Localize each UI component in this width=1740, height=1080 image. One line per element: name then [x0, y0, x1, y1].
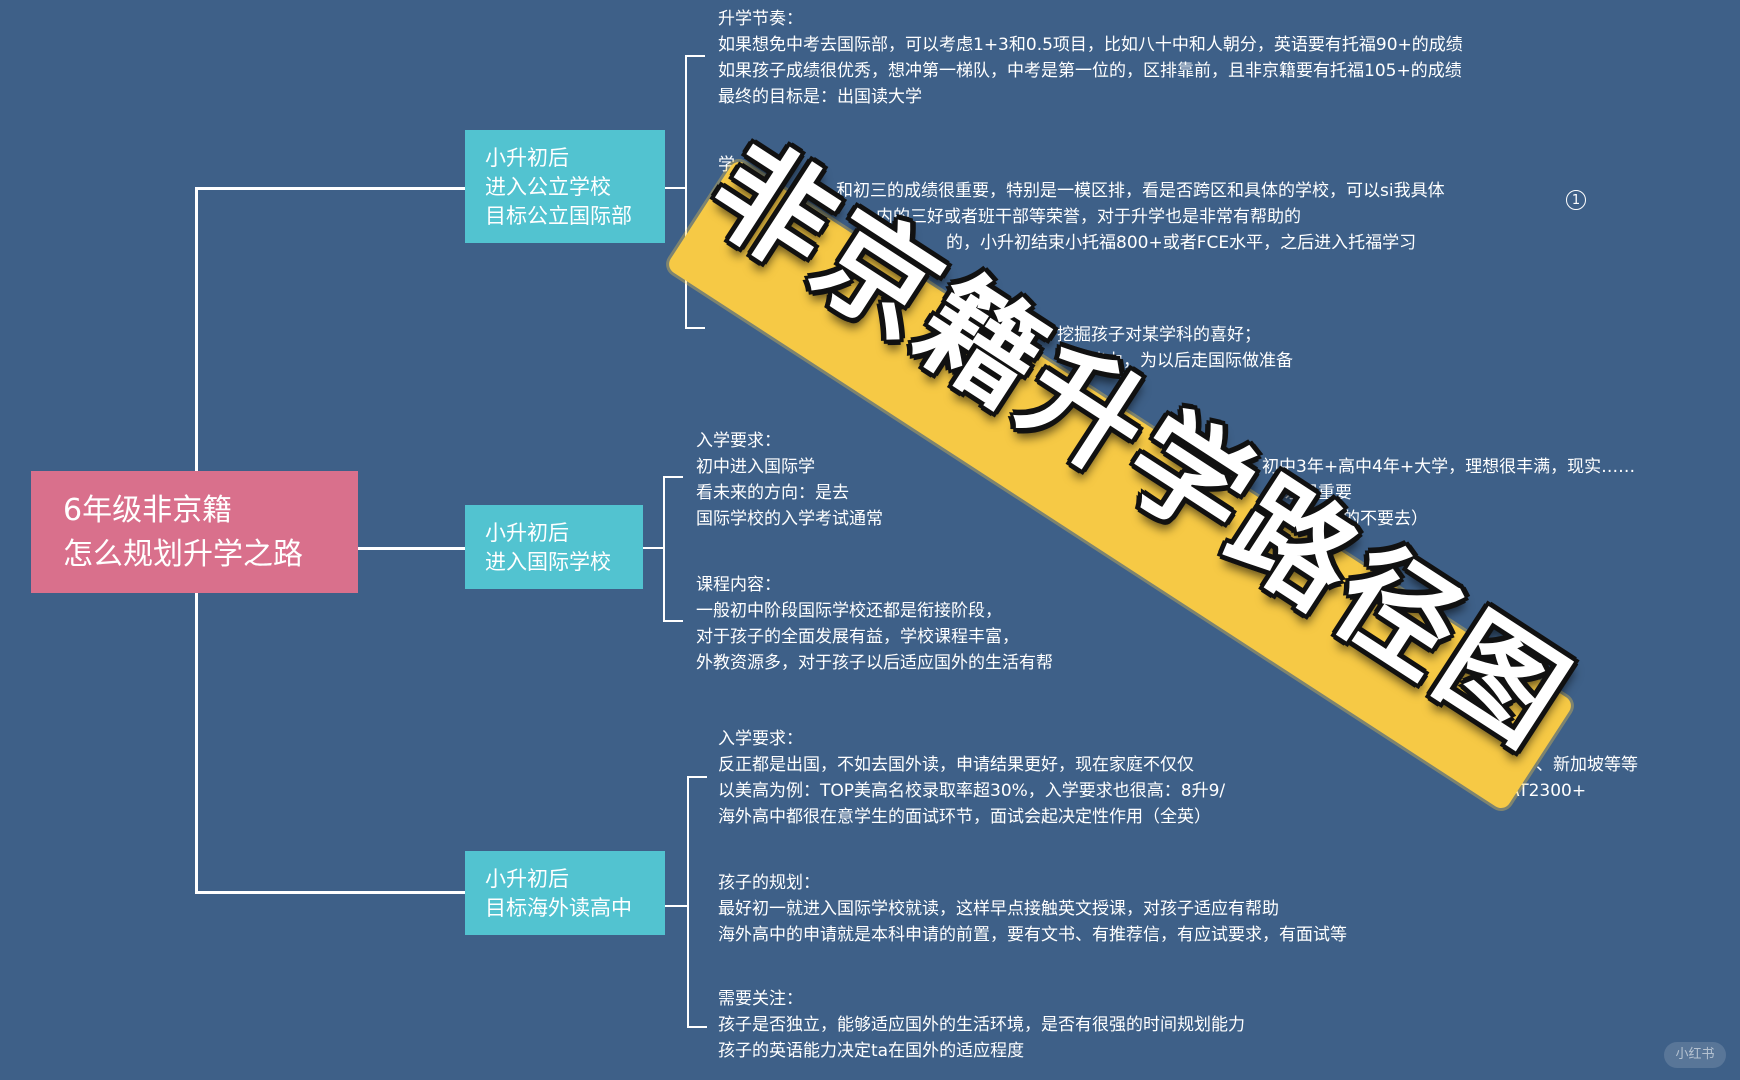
root-line-2: 怎么规划升学之路	[63, 537, 303, 572]
detail-line: 孩子的英语能力决定ta在国外的适应程度	[718, 1041, 1025, 1061]
detail-line: 挖掘孩子对某学科的喜好；	[1057, 325, 1261, 345]
detail-b2-course: 课程内容： 一般初中阶段国际学校还都是衔接阶段， 对于孩子的全面发展有益，学校课…	[696, 572, 1053, 676]
detail-line: 系很重要	[1284, 483, 1352, 503]
branch-2-stem	[643, 547, 663, 549]
detail-line: 如果想免中考去国际部，可以考虑1+3和0.5项目，比如八十中和人朝分，英语要有托…	[718, 35, 1463, 55]
root-node: 6年级非京籍 怎么规划升学之路	[31, 471, 358, 593]
detail-line: 内的三好或者班干部等荣誉，对于升学也是非常有帮助的	[876, 207, 1301, 227]
branch-2-line-1: 小升初后	[485, 521, 569, 545]
detail-line: 以美高为例：TOP美高名校录取率超30%，入学要求也很高：8升9/	[718, 781, 1226, 801]
detail-b1-low-2: 理能力，为以后走国际做准备	[1072, 348, 1293, 374]
detail-line: 孩子是否独立，能够适应国外的生活环境，是否有很强的时间规划能力	[718, 1015, 1245, 1035]
detail-b1-mid: 和初三的成绩很重要，特别是一模区排，看是否跨区和具体的学校，可以si我具体	[836, 178, 1445, 204]
detail-line: 看未来的方向：是去	[696, 483, 849, 503]
root-line-1: 6年级非京籍	[63, 493, 233, 528]
detail-line: 后，初中3年+高中4年+大学，理想很丰满，现实……	[1228, 457, 1636, 477]
branch-node-overseas-high-school: 小升初后 目标海外读高中	[465, 851, 665, 935]
connector-branch-1	[195, 187, 465, 190]
detail-line: 升学节奏：	[718, 9, 803, 29]
detail-line: 对于孩子的全面发展有益，学校课程丰富，	[696, 627, 1019, 647]
detail-b2-req-right-1: 后，初中3年+高中4年+大学，理想很丰满，现实……	[1228, 454, 1635, 480]
detail-line: 孩子的规划：	[718, 873, 820, 893]
branch-3-line-1: 小升初后	[485, 867, 569, 891]
branch-2-bracket	[663, 476, 683, 622]
detail-line: 入学要求：	[696, 431, 781, 451]
detail-line: 海外高中都很在意学生的面试环节，面试会起决定性作用（全英）	[718, 807, 1211, 827]
detail-b1-low-1: 挖掘孩子对某学科的喜好；	[1057, 322, 1261, 348]
branch-2-line-2: 进入国际学校	[485, 550, 611, 574]
connector-branch-3	[195, 891, 465, 894]
detail-b3-requirements: 入学要求： 反正都是出国，不如去国外读，申请结果更好，现在家庭不仅仅 以美高为例…	[718, 726, 1225, 830]
detail-b3-req-right-1: 、新加坡等等	[1536, 752, 1638, 778]
detail-line: 和初三的成绩很重要，特别是一模区排，看是否跨区和具体的学校，可以si我具体	[836, 181, 1445, 201]
connector-branch-2	[358, 547, 465, 550]
branch-3-bracket	[687, 776, 707, 1028]
branch-node-public-school: 小升初后 进入公立学校 目标公立国际部	[465, 130, 665, 243]
detail-line: 理能力，为以后走国际做准备	[1072, 351, 1293, 371]
detail-line: 课程内容：	[696, 575, 781, 595]
detail-line: 初中进入国际学	[696, 457, 815, 477]
branch-1-stem	[665, 187, 685, 189]
detail-line: 海外高中的申请就是本科申请的前置，要有文书、有推荐信，有应试要求，有面试等	[718, 925, 1347, 945]
detail-b1-pace: 升学节奏： 如果想免中考去国际部，可以考虑1+3和0.5项目，比如八十中和人朝分…	[718, 6, 1463, 110]
branch-3-stem	[665, 905, 687, 907]
branch-1-line-3: 目标公立国际部	[485, 204, 632, 228]
branch-3-line-2: 目标海外读高中	[485, 896, 632, 920]
detail-b2-req-right-3: 槛的不要去）	[1326, 506, 1428, 532]
detail-line: 国际学校的入学考试通常	[696, 509, 883, 529]
detail-b1-mid-3: 的，小升初结束小托福800+或者FCE水平，之后进入托福学习	[946, 230, 1416, 256]
detail-line: 入学要求：	[718, 729, 803, 749]
watermark-logo: 小红书	[1664, 1042, 1726, 1068]
detail-b3-note: 需要关注： 孩子是否独立，能够适应国外的生活环境，是否有很强的时间规划能力 孩子…	[718, 986, 1245, 1064]
detail-line: 、新加坡等等	[1536, 755, 1638, 775]
detail-line: 外教资源多，对于孩子以后适应国外的生活有帮	[696, 653, 1053, 673]
detail-b3-plan: 孩子的规划： 最好初一就进入国际学校就读，这样早点接触英文授课，对孩子适应有帮助…	[718, 870, 1347, 948]
detail-b1-mid-2: 内的三好或者班干部等荣誉，对于升学也是非常有帮助的	[876, 204, 1301, 230]
detail-line: 需要关注：	[718, 989, 803, 1009]
detail-line: 最好初一就进入国际学校就读，这样早点接触英文授课，对孩子适应有帮助	[718, 899, 1279, 919]
note-number-badge[interactable]: 1	[1566, 190, 1586, 210]
detail-b2-req-right-2: 系很重要	[1284, 480, 1352, 506]
detail-line: 槛的不要去）	[1326, 509, 1428, 529]
detail-line: 如果孩子成绩很优秀，想冲第一梯队，中考是第一位的，区排靠前，且非京籍要有托福10…	[718, 61, 1462, 81]
branch-1-bracket	[685, 55, 705, 329]
detail-line: 的，小升初结束小托福800+或者FCE水平，之后进入托福学习	[946, 233, 1417, 253]
detail-line: 最终的目标是：出国读大学	[718, 87, 922, 107]
detail-line: 反正都是出国，不如去国外读，申请结果更好，现在家庭不仅仅	[718, 755, 1194, 775]
branch-1-line-2: 进入公立学校	[485, 175, 611, 199]
branch-node-international-school: 小升初后 进入国际学校	[465, 505, 643, 589]
detail-line: 一般初中阶段国际学校还都是衔接阶段，	[696, 601, 1002, 621]
detail-b2-requirements: 入学要求： 初中进入国际学 看未来的方向：是去 国际学校的入学考试通常	[696, 428, 883, 532]
branch-1-line-1: 小升初后	[485, 146, 569, 170]
